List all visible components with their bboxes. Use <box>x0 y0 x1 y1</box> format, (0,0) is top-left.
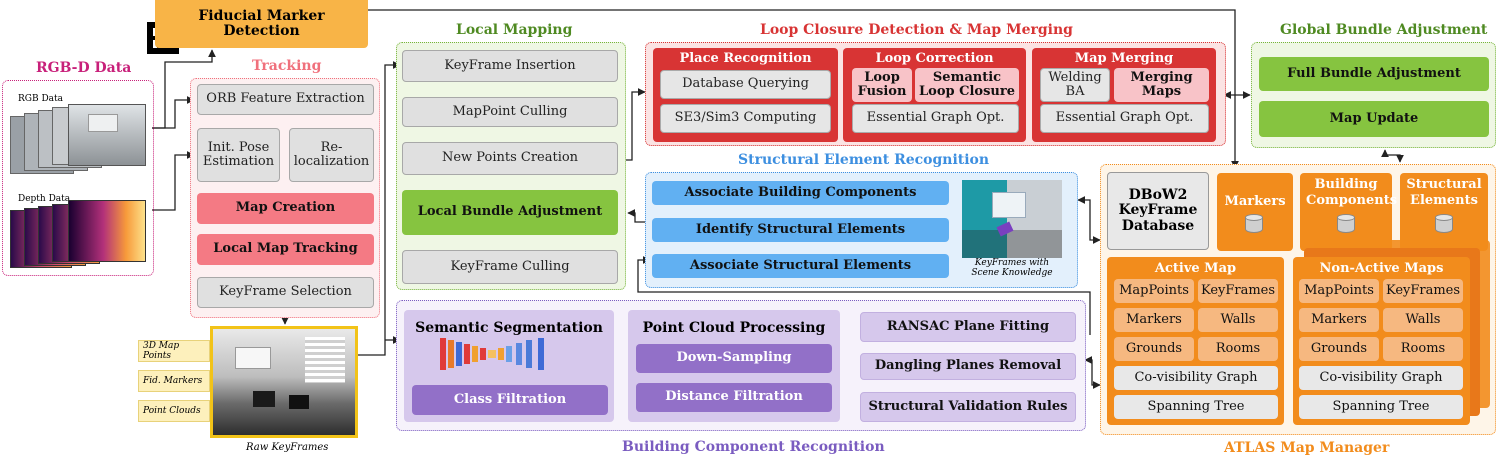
building-components-database-icon <box>1337 214 1355 236</box>
structural-elements-database-icon <box>1435 214 1453 236</box>
arrow-depth-init <box>152 151 195 211</box>
merging-maps: Merging Maps <box>1114 68 1209 102</box>
active-keyframes: KeyFrames <box>1198 279 1278 303</box>
ransac-plane-fitting: RANSAC Plane Fitting <box>860 312 1076 342</box>
associate-structural-elements: Associate Structural Elements <box>652 254 949 278</box>
full-bundle-adjustment: Full Bundle Adjustment <box>1259 57 1489 91</box>
arrow-rgbd-orb <box>152 96 195 129</box>
associate-building-components: Associate Building Components <box>652 181 949 205</box>
mappoint-culling: MapPoint Culling <box>402 97 618 127</box>
distance-filtration: Distance Filtration <box>636 383 832 412</box>
semantic-loop-closure: Semantic Loop Closure <box>915 68 1019 102</box>
map-creation: Map Creation <box>197 193 374 224</box>
init-pose-estimation: Init. Pose Estimation <box>197 128 280 182</box>
active-mappoints: MapPoints <box>1114 279 1194 303</box>
markers-database-icon <box>1245 214 1263 236</box>
active-map-title: Active Map <box>1154 261 1237 276</box>
arrow-fiducial-atlas <box>368 9 1239 169</box>
markers-label: Markers <box>1224 194 1286 209</box>
nonactive-covisibility-graph: Co-visibility Graph <box>1299 366 1463 390</box>
active-markers: Markers <box>1114 308 1194 332</box>
dangling-planes-removal: Dangling Planes Removal <box>860 353 1076 380</box>
non-active-maps-title: Non-Active Maps <box>1319 261 1444 276</box>
cnn-network-icon <box>440 338 580 370</box>
nonactive-keyframes: KeyFrames <box>1383 279 1463 303</box>
database-querying: Database Querying <box>660 70 831 99</box>
semantic-segmentation-title: Semantic Segmentation <box>415 320 603 336</box>
map-merging-title: Map Merging <box>1074 51 1174 66</box>
loop-closure-title: Loop Closure Detection & Map Merging <box>760 22 1073 38</box>
point-cloud-processing-title: Point Cloud Processing <box>642 320 826 336</box>
merge-essential-graph-opt: Essential Graph Opt. <box>1040 104 1209 133</box>
building-title: Building Component Recognition <box>622 439 885 455</box>
depth-frames-image <box>10 200 150 270</box>
local-mapping-title: Local Mapping <box>456 22 573 38</box>
structural-elements-label: Structural Elements <box>1406 177 1482 209</box>
map-update: Map Update <box>1259 101 1489 137</box>
structural-validation-rules: Structural Validation Rules <box>860 392 1076 422</box>
loop-essential-graph-opt: Essential Graph Opt. <box>852 104 1019 133</box>
loop-correction-title: Loop Correction <box>875 51 994 66</box>
welding-ba: Welding BA <box>1040 68 1110 102</box>
orb-feature-extraction: ORB Feature Extraction <box>197 84 374 115</box>
dbow2-keyframe-database: DBoW2 KeyFrame Database <box>1107 172 1209 250</box>
building-components-label: Building Components <box>1306 177 1398 209</box>
down-sampling: Down-Sampling <box>636 344 832 373</box>
active-grounds: Grounds <box>1114 337 1194 361</box>
markers-block <box>1217 173 1293 251</box>
rgbd-depth-label: Depth Data <box>18 194 71 204</box>
nonactive-mappoints: MapPoints <box>1299 279 1379 303</box>
tracking-title: Tracking <box>252 58 322 74</box>
local-map-tracking: Local Map Tracking <box>197 234 374 265</box>
active-covisibility-graph: Co-visibility Graph <box>1114 366 1278 390</box>
class-filtration: Class Filtration <box>412 385 608 415</box>
loop-fusion: Loop Fusion <box>852 68 912 102</box>
fiducial-marker-detection: Fiducial Marker Detection <box>155 0 368 48</box>
rgb-frames-image <box>10 104 150 176</box>
structural-title: Structural Element Recognition <box>738 152 990 168</box>
identify-structural-elements: Identify Structural Elements <box>652 218 949 242</box>
place-recognition-title: Place Recognition <box>679 51 812 66</box>
keyframe-culling: KeyFrame Culling <box>402 250 618 284</box>
local-bundle-adjustment: Local Bundle Adjustment <box>402 190 618 235</box>
tag-point-clouds: Point Clouds <box>138 400 210 422</box>
rgbd-panel <box>2 80 154 276</box>
scene-knowledge-image <box>962 180 1062 258</box>
global-ba-title: Global Bundle Adjustment <box>1280 22 1488 38</box>
keyframe-selection: KeyFrame Selection <box>197 277 374 308</box>
nonactive-rooms: Rooms <box>1383 337 1463 361</box>
active-rooms: Rooms <box>1198 337 1278 361</box>
structural-elements-block <box>1400 173 1488 251</box>
relocalization: Re-localization <box>289 128 374 182</box>
scene-knowledge-caption: KeyFrames with Scene Knowledge <box>971 258 1053 278</box>
nonactive-spanning-tree: Spanning Tree <box>1299 395 1463 419</box>
building-components-block <box>1300 173 1392 251</box>
tag-fid-markers: Fid. Markers <box>138 370 210 392</box>
rgbd-rgb-label: RGB Data <box>18 94 64 104</box>
atlas-title: ATLAS Map Manager <box>1224 440 1390 456</box>
active-spanning-tree: Spanning Tree <box>1114 395 1278 419</box>
nonactive-walls: Walls <box>1383 308 1463 332</box>
se3-sim3-computing: SE3/Sim3 Computing <box>660 104 831 133</box>
new-points-creation: New Points Creation <box>402 142 618 175</box>
keyframe-insertion: KeyFrame Insertion <box>402 50 618 82</box>
nonactive-markers: Markers <box>1299 308 1379 332</box>
nonactive-grounds: Grounds <box>1299 337 1379 361</box>
tag-3d-map-points: 3D Map Points <box>138 340 210 362</box>
raw-keyframe-image <box>210 326 358 438</box>
raw-keyframes-caption: Raw KeyFrames <box>246 442 329 453</box>
active-walls: Walls <box>1198 308 1278 332</box>
rgbd-title: RGB-D Data <box>36 60 132 76</box>
